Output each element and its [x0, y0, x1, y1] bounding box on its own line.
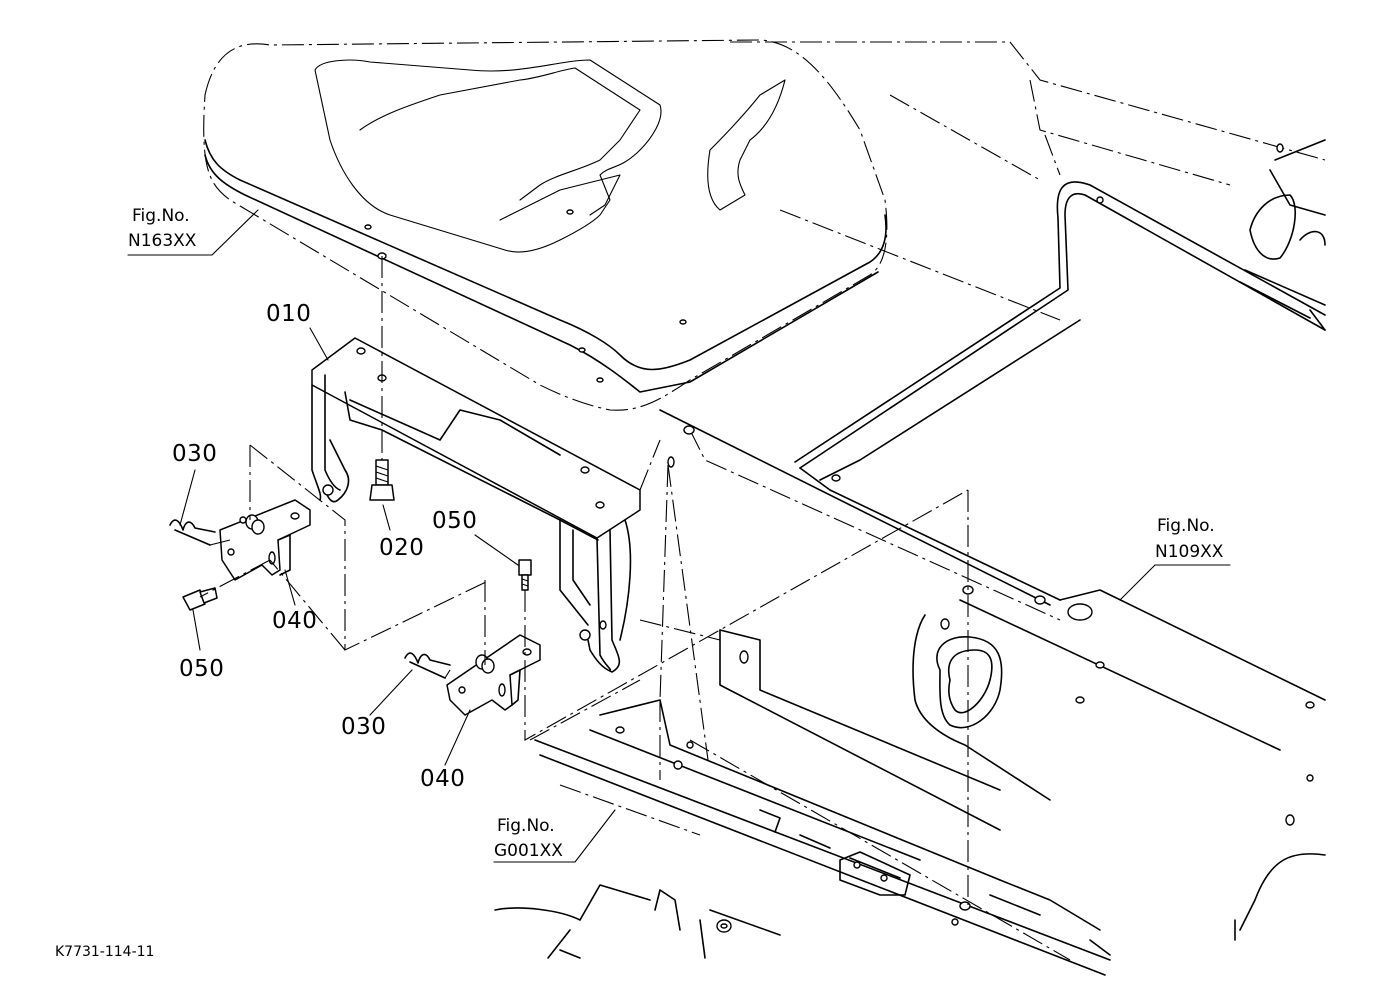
- fig-ref-floor-code: G001XX: [494, 841, 563, 861]
- fig-ref-frame-caption: Fig.No.: [1157, 516, 1215, 536]
- part-label-030-bottom: 030: [341, 714, 387, 740]
- hinge-040-top-drawing: [219, 499, 311, 581]
- fig-ref-seat-code: N163XX: [128, 231, 197, 251]
- fig-ref-floor-caption: Fig.No.: [497, 816, 555, 836]
- assembly-lines: [199, 256, 1061, 905]
- part-label-050-center: 050: [432, 508, 478, 534]
- floor-drawing: [494, 699, 1111, 976]
- frame-drawing: [659, 41, 1326, 961]
- pin-030-bottom-drawing: [404, 652, 451, 679]
- fig-ref-seat-caption: Fig.No.: [132, 206, 190, 226]
- part-label-030-top: 030: [172, 441, 218, 467]
- bolt-020-drawing: [369, 459, 395, 501]
- fig-ref-frame-code: N109XX: [1155, 542, 1224, 562]
- bolt-050-left-drawing: [182, 587, 218, 611]
- figure-code: K7731-114-11: [55, 944, 155, 960]
- bolt-050-center-drawing: [518, 559, 532, 591]
- part-label-010: 010: [266, 301, 312, 327]
- seat-drawing: [203, 39, 888, 411]
- part-label-040-top: 040: [272, 608, 318, 634]
- part-label-050-left: 050: [179, 656, 225, 682]
- leader-lines: [127, 209, 1231, 863]
- part-label-040-bottom: 040: [420, 766, 466, 792]
- hinge-040-bottom-drawing: [446, 634, 541, 716]
- bracket-010-drawing: [311, 337, 641, 673]
- part-label-020: 020: [379, 535, 425, 561]
- pin-030-top-drawing: [169, 519, 216, 546]
